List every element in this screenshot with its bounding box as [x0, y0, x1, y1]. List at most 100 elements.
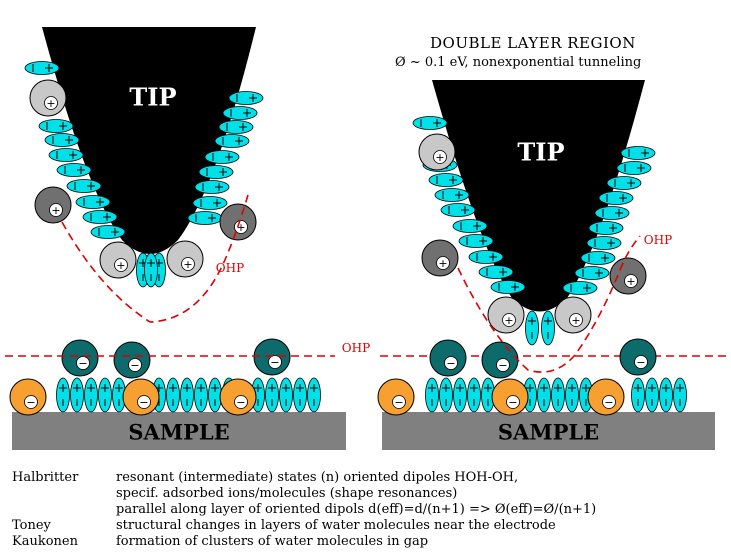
charge-badge [268, 355, 282, 369]
sample-left-label: SAMPLE [128, 420, 229, 445]
dipole-body [453, 377, 467, 413]
dipole-molecule [180, 377, 194, 413]
anion: − [429, 339, 467, 377]
dipole-body [551, 377, 565, 413]
dipole-body [279, 377, 293, 413]
dipole-molecule [551, 377, 565, 413]
dipole-molecule [70, 377, 84, 413]
charge-badge [128, 358, 142, 372]
charge-sign: + [116, 259, 125, 272]
dipole-molecule [38, 119, 74, 133]
cation-light: + [554, 296, 592, 334]
sample-right [382, 412, 715, 450]
charge-sign: + [46, 97, 55, 110]
dipole-molecule [194, 377, 208, 413]
charge-sign: − [270, 356, 279, 369]
dipole-molecule [144, 252, 158, 288]
dipole-molecule [218, 120, 254, 134]
charge-sign: − [130, 359, 139, 372]
anion: − [619, 338, 657, 376]
anion-orange: − [587, 378, 625, 416]
charge-badge [496, 358, 510, 372]
charge-sign: + [438, 257, 447, 270]
dipole-body [537, 377, 551, 413]
dipole-body [180, 377, 194, 413]
charge-sign: − [236, 396, 245, 409]
charge-badge [634, 355, 648, 369]
tip-right [432, 80, 645, 312]
cation-light: + [29, 79, 67, 117]
charge-sign: − [446, 357, 455, 370]
charge-sign: + [435, 151, 444, 164]
cation-light: + [166, 240, 204, 278]
charge-badge [114, 258, 128, 272]
sample-right-label: SAMPLE [498, 420, 599, 445]
ohp-label-left: OHP [216, 261, 244, 275]
dipole-body [645, 377, 659, 413]
cation-light: + [418, 133, 456, 171]
dipole-molecule [525, 310, 539, 346]
dipole-molecule [48, 148, 84, 162]
dipole-molecule [222, 106, 258, 120]
dipole-body [467, 377, 481, 413]
dipole-molecule [434, 188, 470, 202]
dipole-molecule [307, 377, 321, 413]
charge-badge [44, 96, 58, 110]
charge-badge [602, 395, 616, 409]
dipole-body [98, 377, 112, 413]
note-author-4: Toney [12, 518, 51, 533]
dipole-body [166, 377, 180, 413]
charge-sign: − [26, 396, 35, 409]
sample-left [12, 412, 346, 450]
ohp-curve-left [61, 194, 249, 323]
dipole-molecule [620, 146, 656, 160]
dipole-molecule [659, 377, 673, 413]
dipole-body [70, 377, 84, 413]
note-text-3: parallel along layer of oriented dipols … [116, 502, 597, 517]
charge-sign: − [508, 396, 517, 409]
charge-badge [181, 257, 195, 271]
diagram-title: DOUBLE LAYER REGION [430, 34, 636, 52]
dipole-molecule [208, 377, 222, 413]
cation-dark: + [609, 257, 647, 295]
dipole-molecule [187, 211, 223, 225]
dipole-body [293, 377, 307, 413]
dipole-molecule [537, 377, 551, 413]
ohp-curve-right [457, 235, 641, 373]
anion: − [253, 338, 291, 376]
dipole-molecule [478, 265, 514, 279]
ohp-label-right: OHP [644, 233, 672, 247]
charge-badge [436, 256, 450, 270]
dipole-molecule [481, 377, 495, 413]
dipole-molecule [439, 377, 453, 413]
anion-orange: − [122, 378, 160, 416]
tip-left [42, 27, 256, 254]
dipole-molecule [425, 377, 439, 413]
dipole-body [659, 377, 673, 413]
dipole-molecule [428, 173, 464, 187]
dipole-molecule [412, 116, 448, 130]
tip-left-label: TIP [129, 83, 176, 112]
dipole-body [673, 377, 687, 413]
dipole-body [56, 377, 70, 413]
dipole-molecule [490, 280, 526, 294]
dipole-molecule [98, 377, 112, 413]
note-text-4: structural changes in layers of water mo… [116, 518, 556, 533]
charge-sign: + [183, 258, 192, 271]
charge-badge [234, 220, 248, 234]
dipole-molecule [192, 196, 228, 210]
dipole-molecule [24, 61, 60, 75]
charge-sign: + [626, 275, 635, 288]
charge-badge [234, 395, 248, 409]
dipole-molecule [616, 161, 652, 175]
dipole-molecule [44, 133, 80, 147]
dipole-body [439, 377, 453, 413]
dipole-molecule [56, 377, 70, 413]
dipole-molecule [293, 377, 307, 413]
dipole-molecule [565, 377, 579, 413]
charge-badge [24, 395, 38, 409]
dipole-body [307, 377, 321, 413]
diagram-subtitle: Ø ~ 0.1 eV, nonexponential tunneling [395, 55, 642, 70]
dipole-molecule [645, 377, 659, 413]
charge-sign: − [604, 396, 613, 409]
